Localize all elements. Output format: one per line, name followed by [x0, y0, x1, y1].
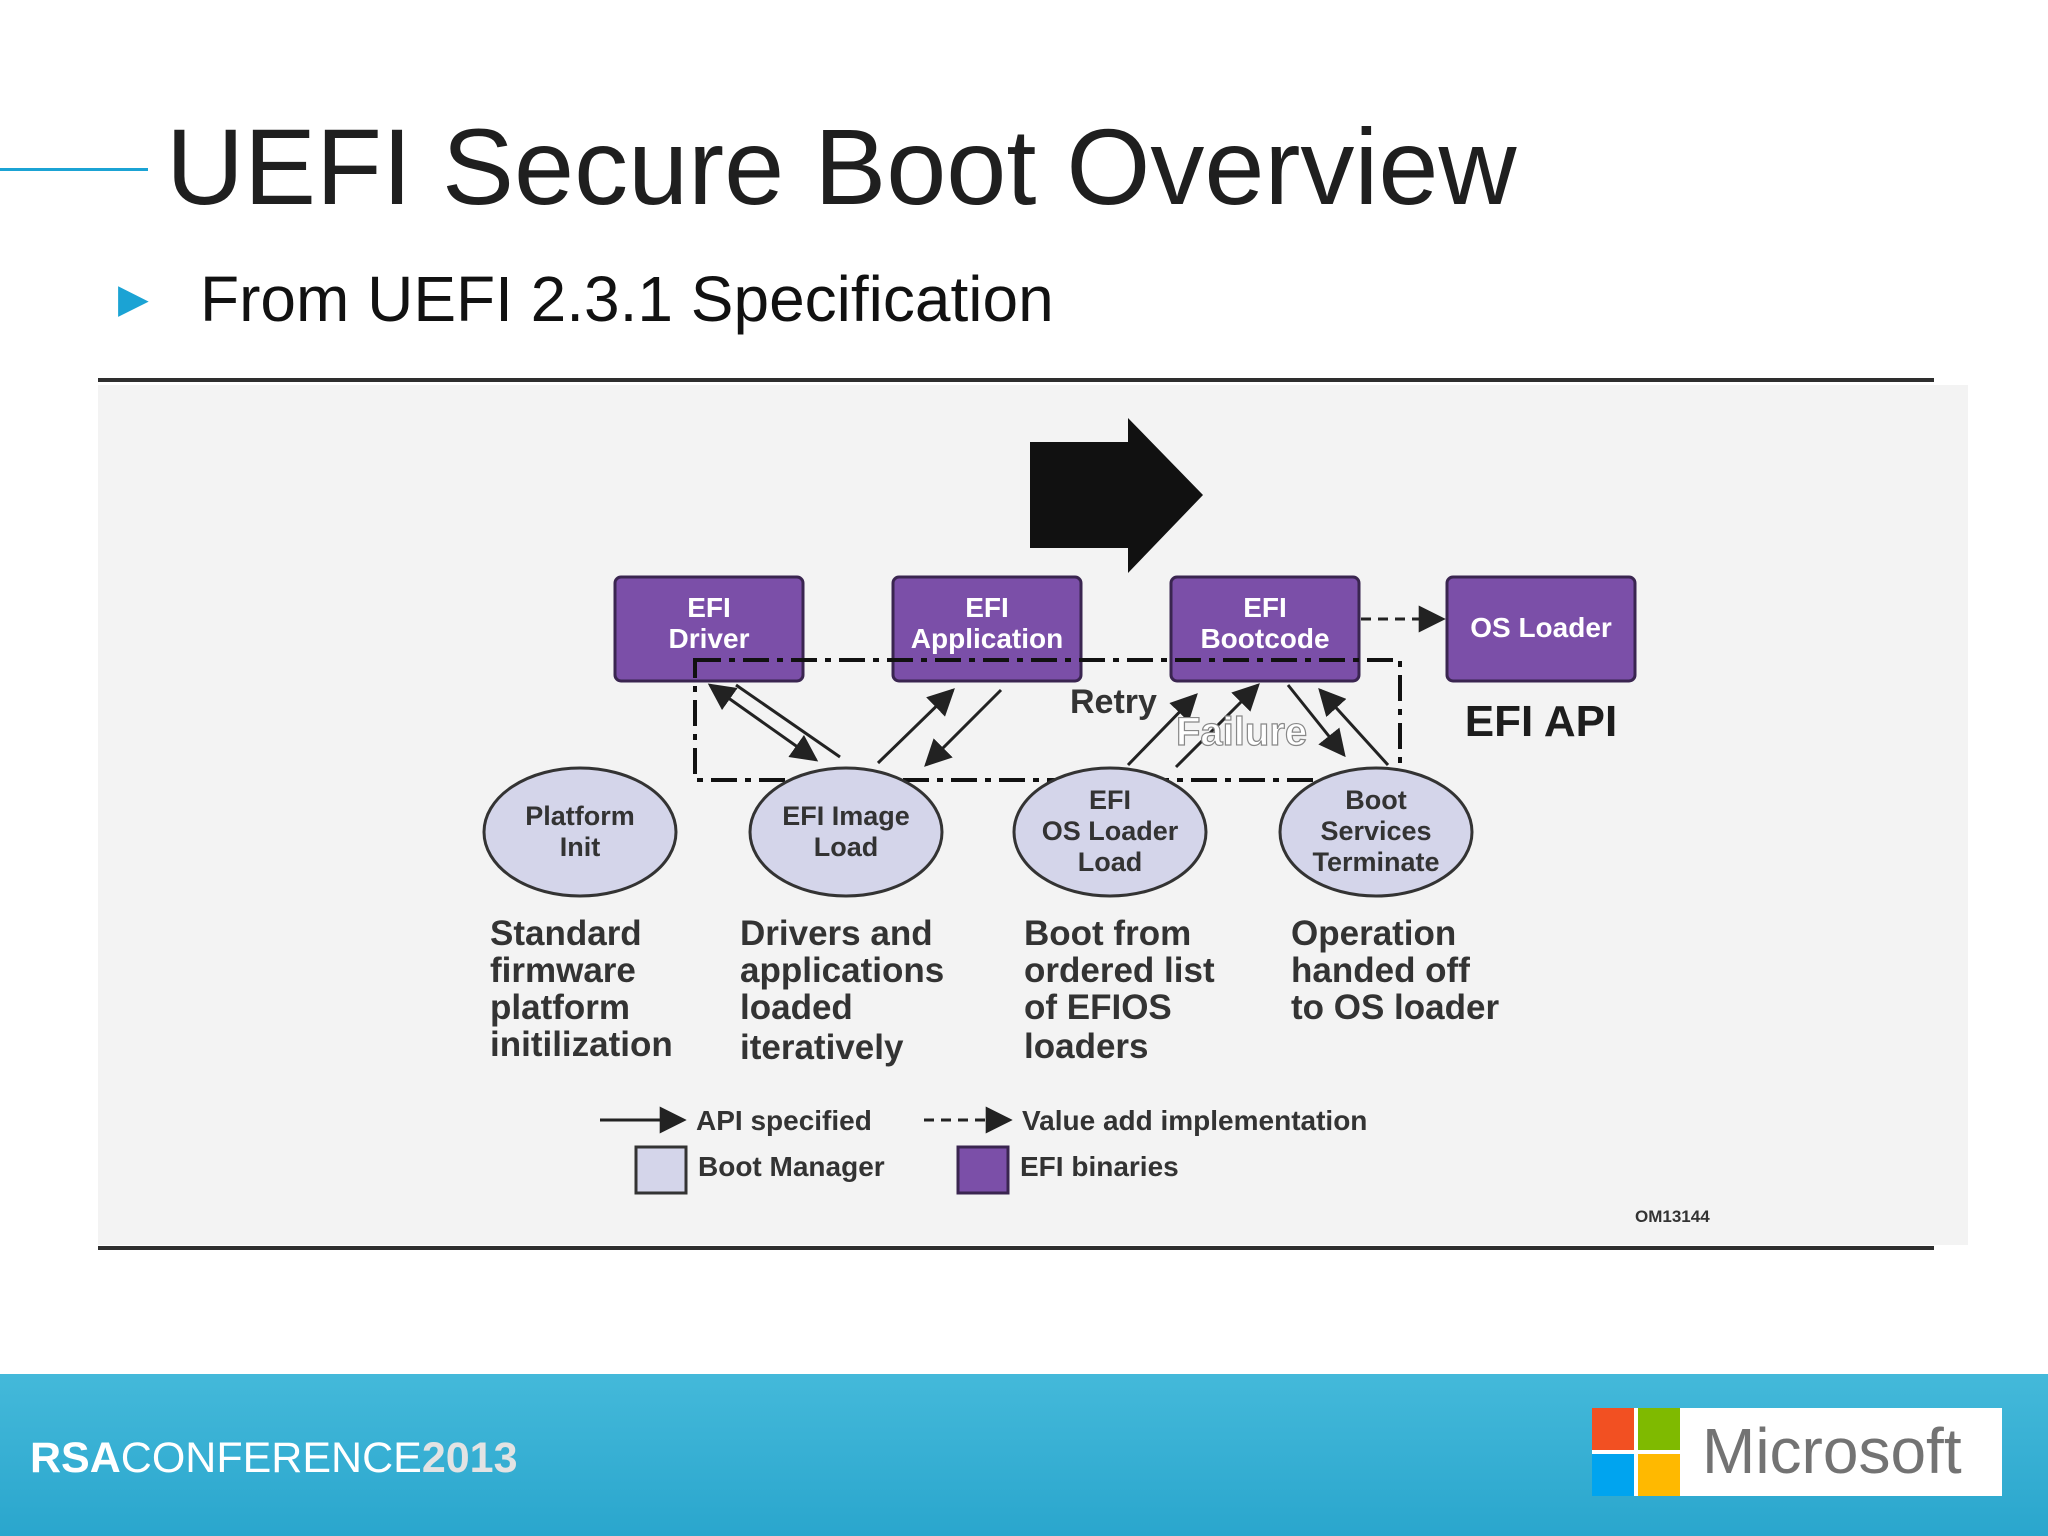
boot-services-line3: Terminate [1312, 847, 1439, 877]
efi-application-box: EFI Application [891, 575, 1083, 683]
image-to-application-arrow [876, 688, 955, 765]
rsa-conference-logo: RSACONFERENCE2013 [30, 1434, 518, 1483]
retry-label: Retry [1070, 683, 1157, 721]
efi-driver-box: EFI Driver [613, 575, 805, 683]
desc-image-load-1: Drivers and [740, 914, 933, 953]
desc-platform-init-2: firmware [490, 951, 636, 990]
desc-os-loader-load-4: loaders [1024, 1027, 1149, 1066]
desc-boot-services-2: handed off [1291, 951, 1470, 990]
logo-square-blue [1592, 1454, 1634, 1496]
desc-os-loader-load-2: ordered list [1024, 951, 1215, 990]
platform-init-phase: Platform Init [482, 766, 678, 898]
microsoft-logo: Microsoft [1592, 1408, 2002, 1496]
brand-conference: CONFERENCE [120, 1434, 422, 1482]
os-loader-box: OS Loader [1445, 575, 1637, 683]
legend-value-add: Value add implementation [1022, 1105, 1367, 1136]
bullet-arrow-icon: ▶ [118, 277, 149, 321]
legend-efi-binaries-swatch [956, 1145, 1010, 1195]
desc-image-load-3: loaded [740, 988, 853, 1027]
application-to-image-arrow [924, 688, 1003, 767]
driver-image-arrow-b [735, 683, 841, 759]
desc-platform-init-4: initilization [490, 1025, 673, 1064]
legend-boot-manager-swatch [634, 1145, 688, 1195]
os-loader-load-line2: OS Loader [1042, 816, 1179, 846]
logo-square-yellow [1638, 1454, 1680, 1496]
bootcode-to-services-arrow [1286, 684, 1346, 758]
efi-api-label: EFI API [1465, 697, 1617, 746]
boot-manager-region [693, 658, 1402, 782]
driver-image-arrow-a [707, 683, 819, 762]
services-to-bootcode-arrow [1318, 687, 1390, 767]
bootcode-to-loader-arrow [1174, 683, 1260, 769]
slide-title: UEFI Secure Boot Overview [166, 106, 1517, 227]
legend-api-specified: API specified [696, 1105, 872, 1136]
os-loader-label: OS Loader [1470, 612, 1612, 643]
bottom-rule [98, 1246, 1934, 1250]
desc-boot-services-1: Operation [1291, 914, 1456, 953]
platform-init-line1: Platform [525, 801, 635, 831]
os-loader-load-line3: Load [1078, 847, 1143, 877]
efi-bootcode-line2: Bootcode [1200, 623, 1329, 654]
desc-platform-init-3: platform [490, 988, 630, 1027]
boot-services-line1: Boot [1345, 785, 1406, 815]
os-loader-load-phase: EFI OS Loader Load [1012, 766, 1208, 898]
boot-services-line2: Services [1320, 816, 1431, 846]
boot-flow-diagram: EFI Driver EFI Application EFI Bootcode … [98, 385, 1968, 1245]
efi-driver-line2: Driver [669, 623, 750, 654]
os-loader-load-line1: EFI [1089, 785, 1131, 815]
desc-platform-init-1: Standard [490, 914, 642, 953]
windows-logo-icon [1592, 1408, 1680, 1496]
diagram-legend: API specified Value add implementation B… [600, 1105, 1367, 1195]
image-load-phase: EFI Image Load [748, 766, 944, 898]
legend-efi-binaries: EFI binaries [1020, 1151, 1179, 1182]
figure-id: OM13144 [1635, 1207, 1710, 1226]
logo-square-red [1592, 1408, 1634, 1450]
desc-os-loader-load-1: Boot from [1024, 914, 1191, 953]
microsoft-wordmark: Microsoft [1702, 1415, 1962, 1487]
title-accent-line [0, 168, 148, 171]
legend-boot-manager: Boot Manager [698, 1151, 885, 1182]
desc-image-load-2: applications [740, 951, 944, 990]
boot-services-phase: Boot Services Terminate [1278, 766, 1474, 898]
efi-driver-line1: EFI [687, 592, 731, 623]
brand-year: 2013 [421, 1434, 518, 1482]
platform-init-line2: Init [560, 832, 601, 862]
image-load-line1: EFI Image [782, 801, 910, 831]
brand-rsa: RSA [30, 1434, 121, 1482]
image-load-line2: Load [814, 832, 879, 862]
desc-os-loader-load-3: of EFIOS [1024, 988, 1172, 1027]
big-arrow-icon [1030, 418, 1203, 573]
bullet-text: From UEFI 2.3.1 Specification [200, 263, 1054, 335]
top-rule [98, 378, 1934, 382]
bullet-item: ▶ From UEFI 2.3.1 Specification [118, 262, 1054, 336]
efi-application-line1: EFI [965, 592, 1009, 623]
efi-bootcode-line1: EFI [1243, 592, 1287, 623]
desc-boot-services-3: to OS loader [1291, 988, 1499, 1027]
failure-label: Failure [1176, 710, 1307, 754]
desc-image-load-4: iteratively [740, 1028, 904, 1067]
efi-bootcode-box: EFI Bootcode [1169, 575, 1361, 683]
efi-application-line2: Application [911, 623, 1063, 654]
retry-arrow [1126, 693, 1198, 767]
logo-square-green [1638, 1408, 1680, 1450]
